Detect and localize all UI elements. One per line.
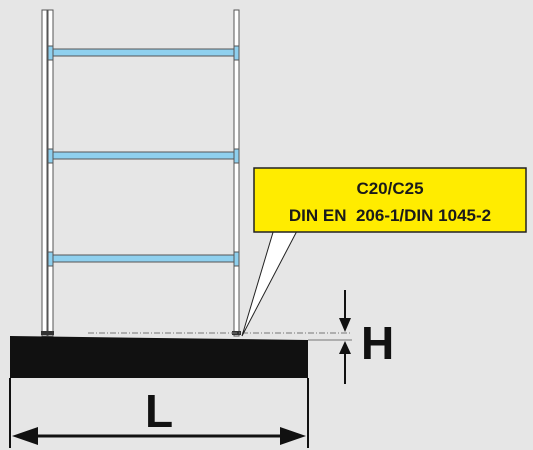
upright-right (233, 9, 240, 337)
rack-frame (41, 9, 241, 337)
length-label: L (145, 385, 173, 437)
beam-top (47, 45, 240, 61)
callout-line-1: C20/C25 (356, 179, 423, 198)
concrete-slab (10, 336, 308, 378)
callout-box (253, 167, 527, 233)
beam-middle (47, 148, 240, 164)
arrow-up-icon (339, 341, 351, 354)
baseplate-left (41, 331, 54, 335)
height-label: H (361, 317, 394, 369)
callout-line-2: DIN EN 206-1/DIN 1045-2 (289, 206, 491, 225)
arrow-down-icon (339, 318, 351, 332)
beam-bottom (47, 251, 240, 267)
height-dimension-arrows (339, 290, 351, 384)
upright-left (41, 9, 54, 337)
arrow-right-icon (280, 427, 306, 445)
length-dimension (9, 378, 309, 448)
arrow-left-icon (12, 427, 38, 445)
